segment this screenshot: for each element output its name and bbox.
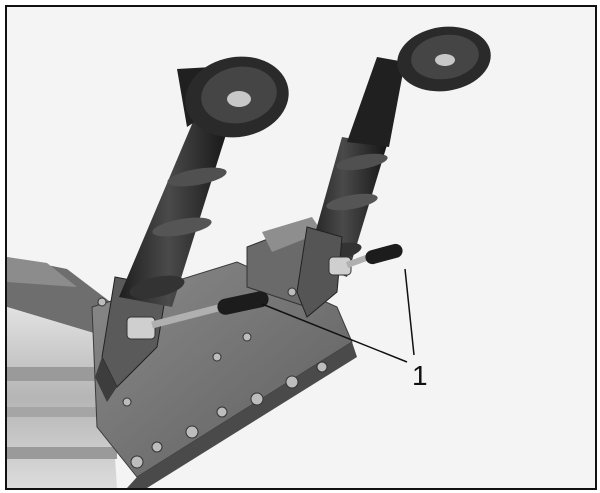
callout-leader-lines [261,268,415,363]
right-support-column [296,226,343,318]
photo-frame: 1 [5,5,597,490]
rail-assembly [7,257,117,488]
bolt-row [97,287,328,469]
left-suction-cup [119,56,289,307]
left-clamp-lever [126,291,269,340]
machine-illustration: 1 [7,7,595,488]
callout-number: 1 [412,360,428,391]
right-clamp-lever [328,243,403,276]
